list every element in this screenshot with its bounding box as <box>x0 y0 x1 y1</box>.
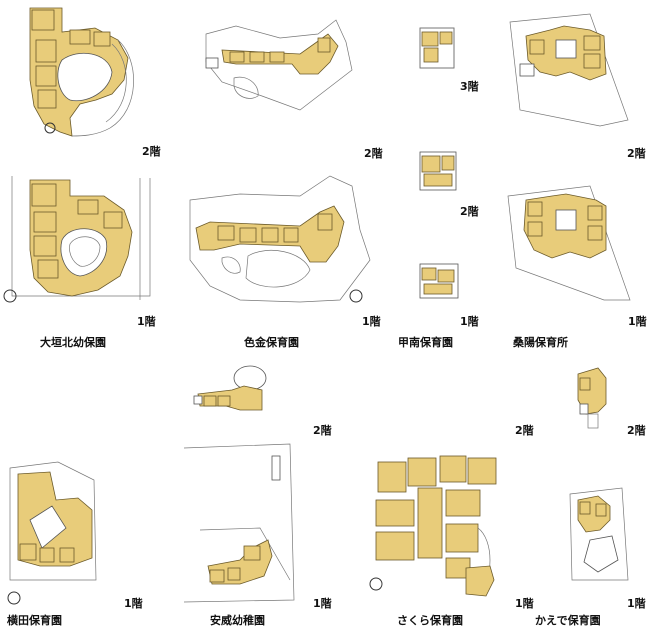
floor-label-2f-kaede: 2階 <box>627 424 646 437</box>
floor-label-1f-sakura: 1階 <box>515 597 534 610</box>
facility-name-soyo: 桑陽保育所 <box>513 336 568 349</box>
facility-name-sakura: さくら保育園 <box>397 614 463 627</box>
facility-name-yokota: 横田保育園 <box>7 614 62 627</box>
yokota-1f-plan <box>7 461 97 605</box>
ai-1f-plan <box>183 443 295 603</box>
kaede-2f-plan <box>577 367 607 429</box>
floor-label-1f-ai: 1階 <box>313 597 332 610</box>
konan-plans <box>419 27 459 299</box>
facility-name-irokane: 色金保育園 <box>244 336 299 349</box>
floor-label-1f-irokane: 1階 <box>362 315 381 328</box>
floor-label-3f-konan: 3階 <box>460 80 479 93</box>
soyo-1f-plan <box>507 185 631 301</box>
facility-name-kaede: かえで保育園 <box>535 614 601 627</box>
ogakikita-2f-plan <box>29 7 134 137</box>
soyo-2f-plan <box>509 13 629 127</box>
irokane-1f-plan <box>189 175 371 303</box>
floor-label-2f-yokota: 2階 <box>313 424 332 437</box>
floor-label-2f-irokane: 2階 <box>364 147 383 160</box>
facility-name-ai: 安威幼稚園 <box>210 614 265 627</box>
floor-label-1f-soyo: 1階 <box>628 315 647 328</box>
facility-name-konan: 甲南保育園 <box>398 336 453 349</box>
floor-label-1f-yokota: 1階 <box>124 597 143 610</box>
yokota-2f-plan <box>193 365 267 411</box>
floor-label-1f-ogakikita: 1階 <box>137 315 156 328</box>
ogakikita-1f-plan <box>3 176 151 303</box>
floor-label-2f-konan: 2階 <box>460 205 479 218</box>
sakura-1f-plan <box>369 455 497 597</box>
irokane-2f-plan <box>205 19 353 111</box>
floor-label-2f-soyo: 2階 <box>627 147 646 160</box>
floor-label-1f-konan: 1階 <box>460 315 479 328</box>
facility-name-ogakikita: 大垣北幼保園 <box>40 336 106 349</box>
kaede-1f-plan <box>569 487 629 581</box>
floor-label-1f-kaede: 1階 <box>627 597 646 610</box>
floor-label-2f-ogakikita: 2階 <box>142 145 161 158</box>
floor-label-2f-sakura: 2階 <box>515 424 534 437</box>
